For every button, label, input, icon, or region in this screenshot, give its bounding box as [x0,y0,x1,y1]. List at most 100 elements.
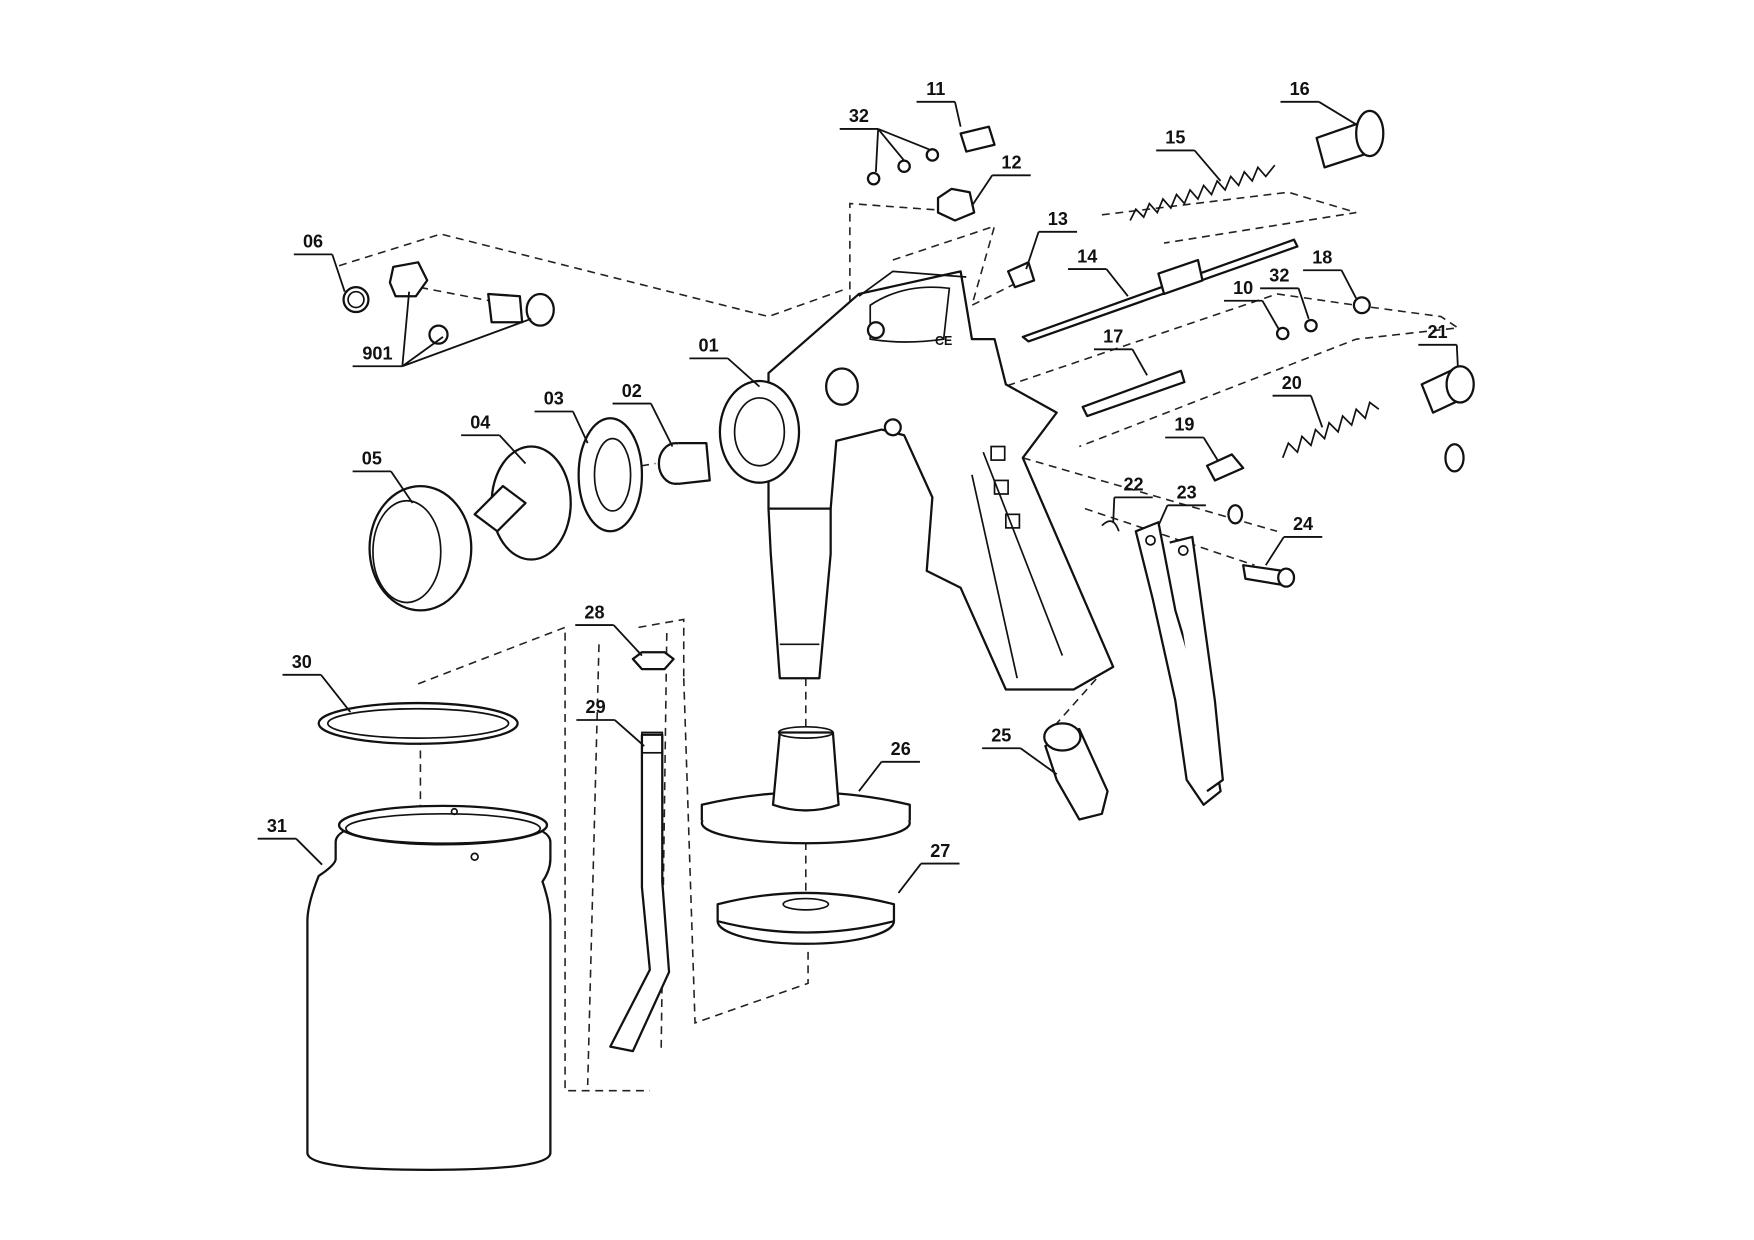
part-label-25: 25 [982,725,1058,776]
part-22-23-24-trigger [1101,520,1296,806]
part-number: 901 [362,343,392,363]
part-label-31: 31 [257,816,323,866]
part-31-paint-cup [306,804,552,1171]
leader-line [1067,268,1129,297]
part-number: 28 [584,602,604,622]
part-label-32: 32 [1260,266,1310,320]
part-label-04: 04 [461,412,527,465]
part-label-10: 10 [1223,278,1281,331]
part-15-spring [1129,164,1276,221]
part-label-21: 21 [1418,322,1459,368]
leader-line [689,357,761,388]
part-number: 32 [1269,266,1289,286]
part-number: 12 [1001,153,1021,173]
part-number: 26 [891,739,911,759]
part-label-24: 24 [1265,514,1323,566]
part-label-13: 13 [1025,209,1078,270]
part-number: 03 [544,389,564,409]
part-label-18: 18 [1303,247,1357,299]
part-label-26: 26 [858,739,920,792]
leader-line [1112,496,1153,523]
part-number: 27 [930,841,950,861]
part-21-valve-housing [1420,365,1475,473]
part-number: 10 [1233,278,1253,298]
part-20-spring [1281,401,1380,459]
leader-line [1272,394,1324,428]
part-number: 11 [926,79,945,99]
part-label-30: 30 [282,652,352,713]
part-11-12-32-fittings [866,125,1036,289]
leader-line [352,470,414,504]
leader-line [461,434,527,465]
part-number: 21 [1428,322,1448,342]
part-03-spreader-ring [577,417,644,533]
leader-line [352,291,532,368]
part-label-32: 32 [839,106,930,172]
part-number: 25 [991,725,1011,745]
part-label-01: 01 [689,336,761,388]
part-27-lid-base [716,891,896,945]
part-28-nut [631,651,675,671]
part-label-05: 05 [352,449,414,504]
leader-line [858,760,920,792]
leader-line [1157,504,1206,526]
part-10-18-19-washers [1205,296,1371,525]
part-29-riser-tube [609,731,671,1053]
part-number: 01 [699,336,719,356]
part-number: 20 [1282,373,1302,393]
leader-line [839,128,930,172]
part-number: 17 [1103,327,1123,347]
part-14-needle [1021,238,1299,343]
part-label-17: 17 [1093,327,1148,376]
part-number: 31 [267,816,287,836]
part-number: 24 [1293,514,1313,534]
leader-line [257,837,323,866]
part-06-901-regulator [342,261,555,345]
part-02-fluid-nozzle [657,442,711,485]
leader-line [293,253,346,292]
leader-line [1093,348,1148,376]
part-label-16: 16 [1280,79,1357,126]
leader-line [534,410,589,444]
leader-line [1280,100,1357,126]
part-label-29: 29 [576,697,645,747]
part-number: 15 [1165,128,1185,148]
part-04-air-cap [473,445,572,561]
part-05-retaining-ring [368,484,473,612]
leader-line [612,402,674,447]
leader-line [575,624,643,657]
part-label-20: 20 [1272,373,1324,428]
part-25-air-connector [1043,722,1109,821]
part-label-19: 19 [1165,415,1220,462]
part-label-03: 03 [534,389,589,444]
part-number: 05 [362,449,382,469]
part-label-11: 11 [916,79,962,127]
part-16-knob [1315,109,1385,169]
leader-line [1223,299,1281,331]
part-30-seal-ring [317,701,519,745]
part-number: 32 [849,106,869,126]
leader-line [1165,436,1220,462]
part-number: 16 [1290,79,1310,99]
part-label-02: 02 [612,381,674,447]
part-number: 29 [586,697,606,717]
part-label-28: 28 [575,602,643,657]
leader-line [1265,536,1323,566]
part-number: 30 [292,652,312,672]
leader-line [916,100,962,127]
leader-line [1418,343,1459,368]
leader-line [897,862,960,894]
leader-line [1156,149,1222,182]
part-label-12: 12 [971,153,1031,207]
leader-line [1025,230,1078,270]
part-01-gun-body: CE [718,270,1115,691]
part-number: 13 [1048,209,1068,229]
part-number: 14 [1077,246,1097,266]
leader-line [1260,287,1310,320]
part-number: 02 [622,381,642,401]
leader-line [1303,269,1357,299]
leader-line [282,673,352,713]
part-label-23: 23 [1157,483,1206,526]
